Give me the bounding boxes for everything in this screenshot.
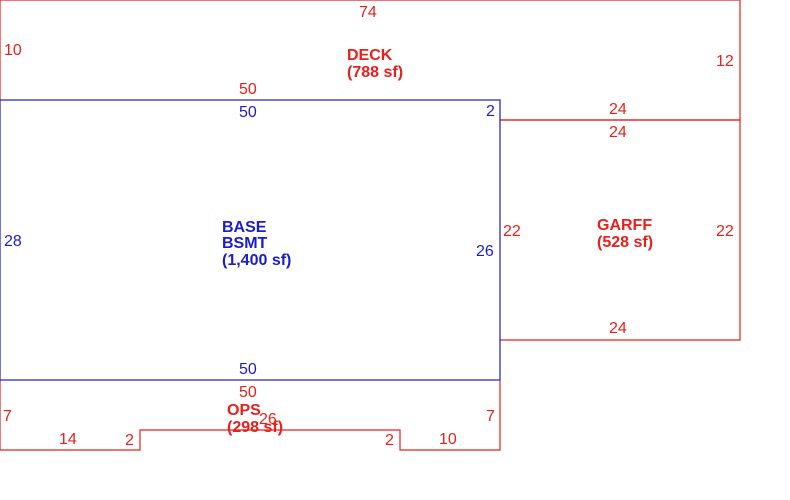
dim-garage-left: 22 <box>503 223 521 240</box>
dim-deck-right: 12 <box>716 53 734 70</box>
dim-garage-top: 24 <box>609 124 627 141</box>
garage-outline <box>500 119 741 341</box>
base-outline <box>0 99 501 381</box>
garage-area: (528 sf) <box>597 234 653 251</box>
dim-base-top-right: 2 <box>486 103 495 120</box>
dim-porch-step-right: 2 <box>385 432 394 449</box>
dim-deck-left: 10 <box>4 42 22 59</box>
dim-base-left: 28 <box>4 233 22 250</box>
base-name-line1: BASE <box>222 219 267 236</box>
dim-garage-bottom: 24 <box>609 320 627 337</box>
porch-name: OPS <box>227 402 261 419</box>
dim-porch-bottom-right: 10 <box>439 431 457 448</box>
dim-deck-bottom: 50 <box>239 81 257 98</box>
dim-base-top: 50 <box>239 104 257 121</box>
base-area: (1,400 sf) <box>222 252 291 269</box>
dim-porch-step-left: 2 <box>125 432 134 449</box>
deck-area: (788 sf) <box>347 64 403 81</box>
deck-name: DECK <box>347 47 393 64</box>
dim-porch-middle: 26 <box>259 411 277 428</box>
porch-outline <box>0 380 501 451</box>
porch-area: (298 sf) <box>227 419 283 436</box>
dim-deck-top: 74 <box>359 4 377 21</box>
dim-base-right: 26 <box>476 243 494 260</box>
garage-name: GARFF <box>597 217 652 234</box>
dim-porch-bottom-left: 14 <box>59 431 77 448</box>
dim-porch-left: 7 <box>3 408 12 425</box>
base-name-line2: BSMT <box>222 235 268 252</box>
dim-deck-bottom-right: 24 <box>609 101 627 118</box>
dim-garage-right: 22 <box>716 223 734 240</box>
dim-base-bottom: 50 <box>239 361 257 378</box>
dim-porch-right: 7 <box>486 408 495 425</box>
dim-porch-top: 50 <box>239 384 257 401</box>
